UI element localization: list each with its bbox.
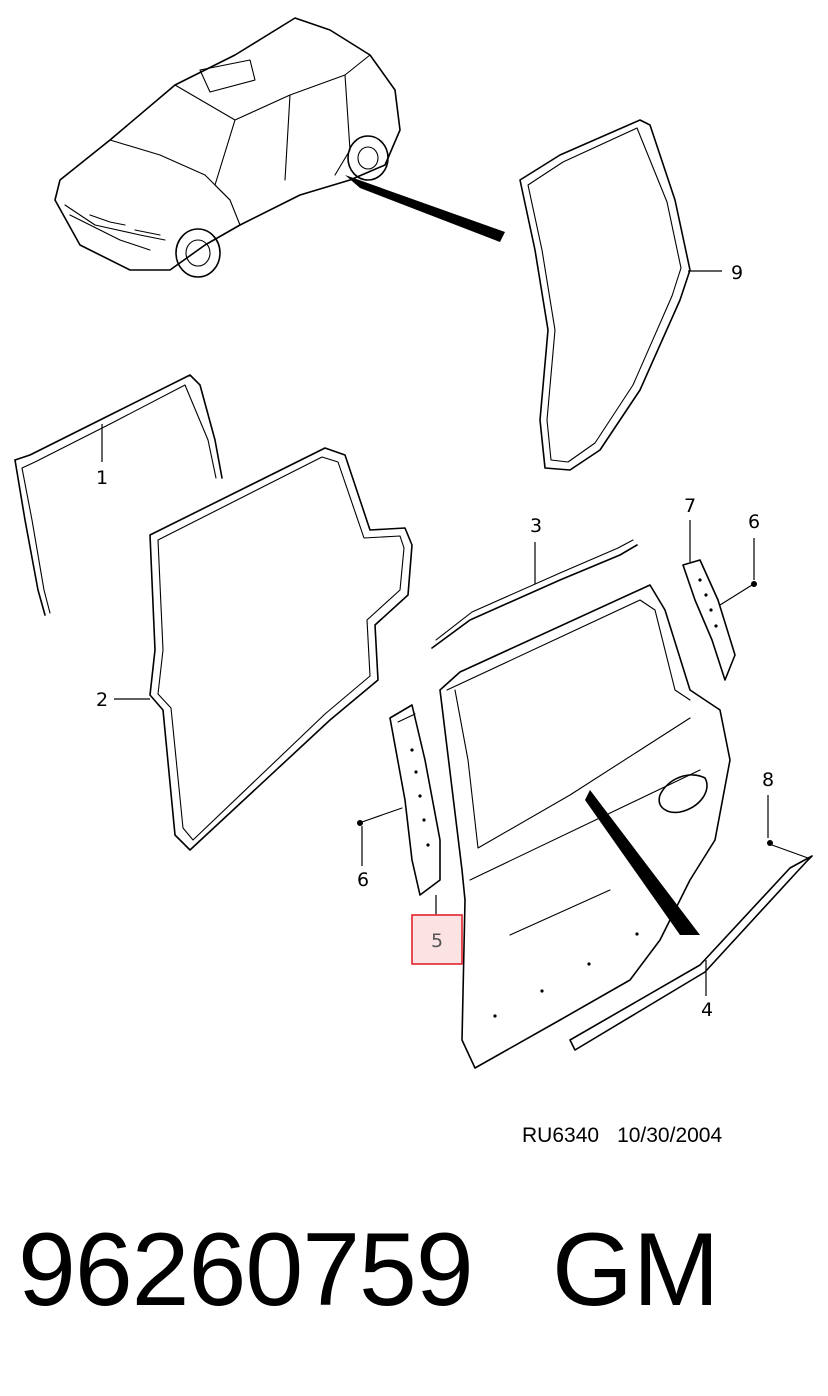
callout-6-right: 6 <box>748 511 760 533</box>
part-number: 96260759 <box>18 1212 474 1328</box>
callout-5: 5 <box>431 930 443 952</box>
callout-4: 4 <box>701 999 713 1021</box>
callout-5-highlight-box <box>411 914 463 965</box>
part-1-frame-molding <box>14 374 223 616</box>
car-illustration <box>54 17 505 278</box>
brand-label: GM <box>552 1212 720 1328</box>
diagram-reference: RU6340 10/30/2004 <box>522 1124 740 1148</box>
rear-door-shell <box>439 584 731 1069</box>
callout-3: 3 <box>530 515 542 537</box>
part-6-screw-right <box>719 538 757 606</box>
part-9-glass-run <box>519 119 722 471</box>
reference-code: RU6340 <box>522 1124 600 1147</box>
callout-8: 8 <box>762 769 774 791</box>
part-8-screw <box>767 795 809 859</box>
callout-6-left: 6 <box>357 869 369 891</box>
callout-1: 1 <box>96 467 108 489</box>
part-5-pillar-applique <box>389 704 441 915</box>
part-3-belt-molding <box>431 539 638 649</box>
exploded-parts-diagram: 1 2 3 4 5 6 6 7 8 9 <box>14 17 813 1069</box>
part-2-weatherstrip <box>114 447 413 851</box>
callout-7: 7 <box>684 495 696 517</box>
part-6-screw-left <box>357 807 403 866</box>
part-4-lower-molding <box>569 855 813 1051</box>
part-7-pillar-applique <box>682 520 736 681</box>
reference-date: 10/30/2004 <box>617 1124 723 1147</box>
callout-9: 9 <box>731 262 743 284</box>
callout-2: 2 <box>96 689 108 711</box>
